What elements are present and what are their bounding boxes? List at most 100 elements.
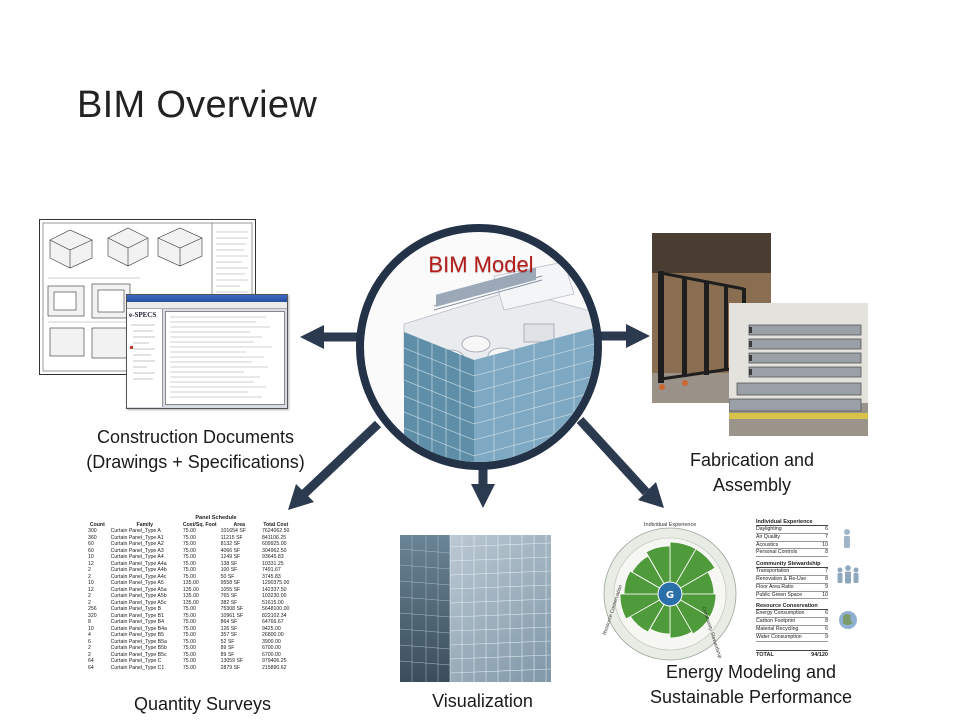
schedule-cell: 2	[88, 567, 91, 574]
scorecard-item-label: Energy Consumption	[756, 610, 805, 617]
schedule-cell: 3900.00	[262, 638, 281, 645]
scorecard-item-value: 9	[825, 583, 828, 590]
schedule-header-cell: Cost/Sq. Foot	[182, 521, 217, 528]
scorecard-row: Floor Area Ratio 9	[756, 584, 828, 592]
schedule-cell: 10961 SF	[220, 612, 244, 619]
schedule-cell: 2	[88, 651, 91, 658]
visualization-image	[400, 535, 551, 682]
arrow-down-left-head	[288, 484, 314, 510]
scorecard-item-label: Water Consumption	[756, 633, 802, 640]
scorecard-icons-graphic	[837, 529, 859, 629]
schedule-cell: 4	[88, 632, 91, 639]
schedule-cell: Curtain Panel_Type A4c	[110, 573, 167, 580]
schedule-cell: 51615.00	[262, 599, 284, 606]
schedule-cell: 75.00	[182, 619, 196, 626]
schedule-cell: 135.00	[182, 580, 199, 587]
schedule-cell: Curtain Panel_Type A4	[110, 554, 164, 561]
schedule-cell: 60	[88, 541, 94, 548]
schedule-cell: 256	[88, 606, 97, 613]
svg-text:G: G	[666, 590, 674, 601]
schedule-cell: 75.00	[182, 638, 196, 645]
schedule-cell: 11215 SF	[220, 534, 243, 541]
scorecard-item-value: 9	[825, 633, 828, 640]
schedule-cell: 64	[88, 664, 94, 671]
person-icon	[844, 529, 850, 548]
scorecard-item-label: Floor Area Ratio	[756, 583, 794, 590]
scorecard-item-label: Air Quality	[756, 533, 780, 540]
arrow-down-left-shaft	[300, 420, 382, 498]
scorecard-item-value: 10	[822, 591, 828, 598]
group-icon	[837, 565, 859, 584]
schedule-cell: 841106.25	[262, 534, 287, 541]
schedule-cell: Curtain Panel_Type A5	[110, 580, 164, 587]
arrow-right-head	[626, 324, 650, 348]
schedule-cell: 8	[88, 619, 91, 626]
caption-energy-line2: Sustainable Performance	[649, 687, 853, 707]
schedule-cell: 300	[88, 528, 97, 535]
schedule-cell: 101654 SF	[220, 528, 246, 535]
schedule-cell: 320	[88, 612, 97, 619]
schedule-cell: 9558 SF	[220, 580, 241, 587]
schedule-cell: 75.00	[182, 567, 196, 574]
arrow-down-right-head	[638, 482, 664, 508]
schedule-cell: 1055 SF	[220, 586, 241, 593]
bim-model-label: BIM Model	[428, 252, 534, 277]
schedule-cell: 89 SF	[220, 645, 235, 652]
schedule-cell: 75.00	[182, 534, 196, 541]
schedule-cell: 75.00	[182, 554, 196, 561]
fabrication-photo-beams	[729, 303, 868, 436]
scorecard-item-value: 10	[822, 541, 828, 548]
scorecard-item-label: Renovation & Re-Use	[756, 575, 807, 582]
spec-left-panel: e-SPECS	[127, 309, 163, 407]
spec-list-panel	[165, 311, 285, 405]
schedule-cell: Curtain Panel_Type B	[110, 606, 162, 613]
schedule-cell: Curtain Panel_Type B4a	[110, 625, 167, 632]
caption-construction-line1: Construction Documents	[96, 427, 295, 447]
schedule-header-cell: Count	[89, 521, 105, 528]
schedule-cell: 12	[88, 560, 94, 567]
schedule-cell: 75.00	[182, 645, 196, 652]
schedule-cell: 126 SF	[220, 625, 238, 632]
schedule-cell: 2	[88, 593, 91, 600]
caption-quantity-surveys: Quantity Surveys	[133, 694, 272, 714]
caption-construction-line2: (Drawings + Specifications)	[86, 452, 305, 472]
schedule-cell: 135.00	[182, 586, 199, 593]
schedule-cell: 75.00	[182, 612, 196, 619]
spec-list-graphic	[170, 316, 272, 398]
bim-model-circle	[356, 224, 602, 470]
schedule-cell: Curtain Panel_Type C1	[110, 664, 165, 671]
schedule-cell: 75308 SF	[220, 606, 244, 613]
schedule-cell: 1249 SF	[220, 554, 241, 561]
schedule-cell: 13059 SF	[220, 658, 244, 665]
schedule-cell: 60	[88, 547, 94, 554]
scorecard-total-label: TOTAL	[756, 651, 774, 658]
fabrication-beams-graphic	[729, 303, 868, 436]
scorecard-item-value: 8	[825, 549, 828, 556]
schedule-cell: 138 SF	[220, 560, 238, 567]
caption-energy-modeling: Energy Modeling and Sustainable Performa…	[626, 660, 876, 710]
scorecard-item-label: Material Recycling	[756, 625, 799, 632]
schedule-cell: Curtain Panel_Type A1	[110, 534, 164, 541]
caption-fabrication-line1: Fabrication and	[689, 450, 815, 470]
schedule-cell: 822102.34	[262, 612, 287, 619]
schedule-cell: 75.00	[182, 632, 196, 639]
schedule-cell: 50 SF	[220, 573, 235, 580]
schedule-cell: 8132 SF	[220, 541, 241, 548]
